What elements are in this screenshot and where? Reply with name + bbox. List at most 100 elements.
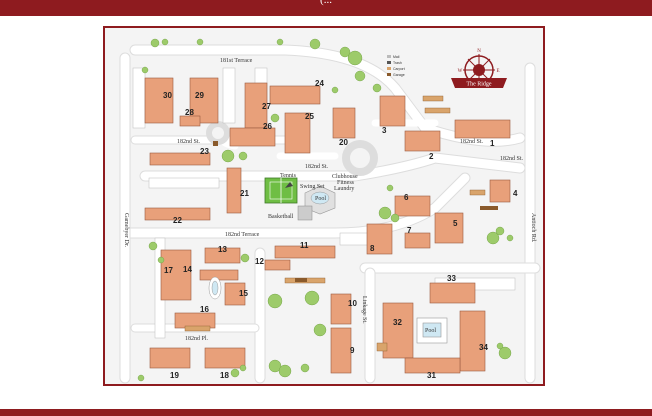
bldg-label-15: 15 [239,289,248,298]
building-17 [199,269,239,281]
building-1 [454,119,511,139]
building-30 [144,77,174,124]
building-4 [489,179,511,203]
label-fitness: Fitness [337,180,355,186]
bldg-label-14: 14 [183,265,192,274]
building-6 [394,195,431,217]
bldg-label-8: 8 [370,244,375,253]
bldg-label-7: 7 [407,226,412,235]
bldg-label-11: 11 [300,241,309,250]
building-14 [160,249,192,301]
building-10 [330,293,352,325]
bldg-label-32: 32 [393,318,402,327]
bldg-label-1: 1 [490,139,495,148]
building-34 [459,310,486,372]
bldg-label-26: 26 [263,122,272,131]
street-182nd-st-d: 182nd St. [500,156,524,162]
building-18 [204,347,246,369]
bldg-label-13: 13 [218,245,227,254]
bldg-label-3: 3 [382,126,387,135]
label-pool-a: Pool [315,196,326,202]
bldg-label-34: 34 [479,343,488,352]
compass-w: W [458,69,463,74]
bldg-label-33: 33 [447,274,456,283]
building-32 [382,302,414,359]
street-antioch: Antioch Rd. [530,213,536,243]
header-text: (... [320,0,332,6]
logo-text: The Ridge [466,82,491,88]
street-182nd-st-c: 182nd St. [460,139,484,145]
building-13 [204,247,241,264]
bldg-label-29: 29 [195,91,204,100]
bldg-label-17: 17 [164,266,173,275]
street-181st-terrace: 181st Terrace [220,58,253,64]
street-gamebyer: Gamebyer Dr. [123,213,129,247]
legend-garage: Garage [393,73,405,77]
building-12 [264,259,291,271]
building-7 [404,232,431,249]
logo: The Ridge N E W [451,49,507,88]
building-15 [224,282,246,306]
building-8 [366,223,393,255]
street-182nd-st-a: 182nd St. [177,139,201,145]
bldg-label-21: 21 [240,189,249,198]
bldg-label-2: 2 [429,152,434,161]
legend-mail: Mail [393,55,400,59]
building-19 [149,347,191,369]
street-182nd-terrace: 182nd Terrace [225,232,260,238]
label-clubhouse: Clubhouse [332,174,358,180]
legend-trash: Trash [393,61,402,65]
bldg-label-4: 4 [513,189,518,198]
building-29 [189,77,219,124]
bldg-label-31: 31 [427,371,436,380]
bldg-label-28: 28 [185,108,194,117]
label-basketball: Basketball [268,214,294,220]
bldg-label-9: 9 [350,346,355,355]
site-map: The Ridge N E W Mail Trash Carport Garag… [103,26,545,386]
building-28 [179,115,201,127]
compass-n: N [477,49,481,54]
label-laundry: Laundry [334,186,354,192]
street-182nd-pl: 182nd Pl. [185,336,209,342]
bldg-label-12: 12 [255,257,264,266]
street-linkage: Linkage St. [361,296,367,324]
bldg-label-22: 22 [173,216,182,225]
bldg-label-6: 6 [404,193,409,202]
bldg-label-23: 23 [200,147,209,156]
bldg-label-25: 25 [305,112,314,121]
bldg-label-30: 30 [163,91,172,100]
bldg-label-27: 27 [262,102,271,111]
building-23 [149,152,211,166]
street-182nd-st-b: 182nd St. [305,164,329,170]
building-2 [404,130,441,152]
building-31 [404,357,461,374]
building-16 [174,312,216,329]
footer-bar [0,409,652,416]
legend-carport: Carport [393,67,405,71]
building-20 [332,107,356,139]
building-22 [144,207,211,221]
building-26 [229,127,276,147]
bldg-label-5: 5 [453,219,458,228]
bldg-label-16: 16 [200,305,209,314]
legend: Mail Trash Carport Garage [387,55,405,77]
bldg-label-18: 18 [220,371,229,380]
site-map-svg: The Ridge N E W Mail Trash Carport Garag… [119,38,541,384]
bldg-label-20: 20 [339,138,348,147]
building-21 [226,167,242,214]
building-24 [269,85,321,105]
building-11 [274,245,336,259]
label-pool-b: Pool [425,328,436,334]
bldg-label-10: 10 [348,299,357,308]
building-25 [284,112,311,154]
building-33 [429,282,476,304]
bldg-label-19: 19 [170,371,179,380]
bldg-label-24: 24 [315,79,324,88]
building-9 [330,327,352,374]
compass-e: E [496,69,499,74]
label-tennis: Tennis [280,173,297,179]
header-bar: (... [0,0,652,16]
building-3 [379,95,406,127]
label-swing-set: Swing Set [300,184,325,190]
building-5 [434,212,464,244]
